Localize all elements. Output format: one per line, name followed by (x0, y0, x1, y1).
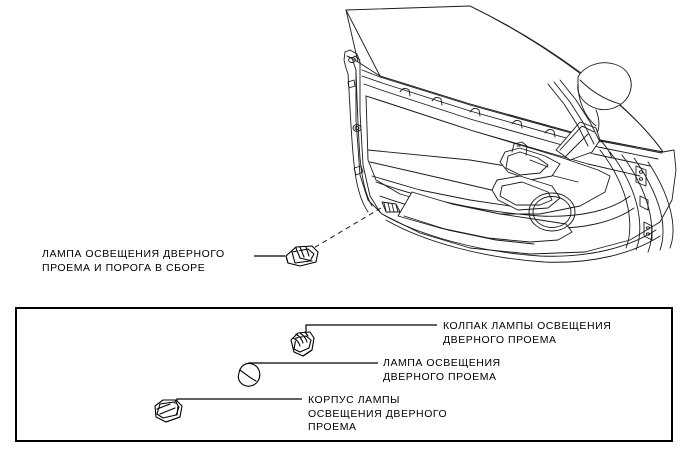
door-front-pillar-strips (547, 79, 601, 147)
callout-label-cap-line2: ДВЕРНОГО ПРОЕМА (443, 333, 557, 346)
leader-cap (305, 324, 437, 336)
door-inner-handle-recess (491, 175, 561, 211)
leader-bulb (248, 362, 378, 373)
door-courtesy-lamp-bulb (237, 362, 261, 387)
door-bottom-edge (381, 213, 661, 263)
door-courtesy-lamp-housing (154, 399, 183, 423)
parts-detail-box (15, 307, 673, 442)
callout-label-bulb-line2: ДВЕРНОГО ПРОЕМА (383, 370, 497, 383)
door-switch-panel (499, 141, 561, 181)
callout-label-cap-line1: КОЛПАК ЛАМПЫ ОСВЕЩЕНИЯ (443, 320, 612, 332)
door-courtesy-lamp-assembly (285, 245, 319, 267)
door-map-pocket (397, 191, 573, 245)
callout-label-housing-line3: ПРОЕМА (308, 421, 357, 433)
leader-dashed-assembly (311, 207, 382, 250)
door-courtesy-lamp-cap (290, 331, 315, 357)
callout-label-bulb-line1: ЛАМПА ОСВЕЩЕНИЯ (383, 357, 501, 369)
callout-label-assembly-line1: ЛАМПА ОСВЕЩЕНИЯ ДВЕРНОГО (42, 248, 225, 260)
door-lock-edge (599, 149, 674, 253)
door-speaker-opening (528, 192, 576, 232)
door-lamp-mount-pocket (381, 201, 401, 213)
callout-label-housing-line1: КОРПУС ЛАМПЫ (308, 394, 400, 406)
callout-label-housing-line2: ОСВЕЩЕНИЯ ДВЕРНОГО (308, 407, 448, 420)
callout-label-assembly-line2: ПРОЕМА И ПОРОГА В СБОРЕ (42, 261, 206, 274)
door-hinge-edge (343, 49, 381, 213)
leader-housing (176, 398, 302, 412)
mirror-sail-bracket (555, 121, 613, 161)
outside-rear-view-mirror (577, 62, 632, 137)
